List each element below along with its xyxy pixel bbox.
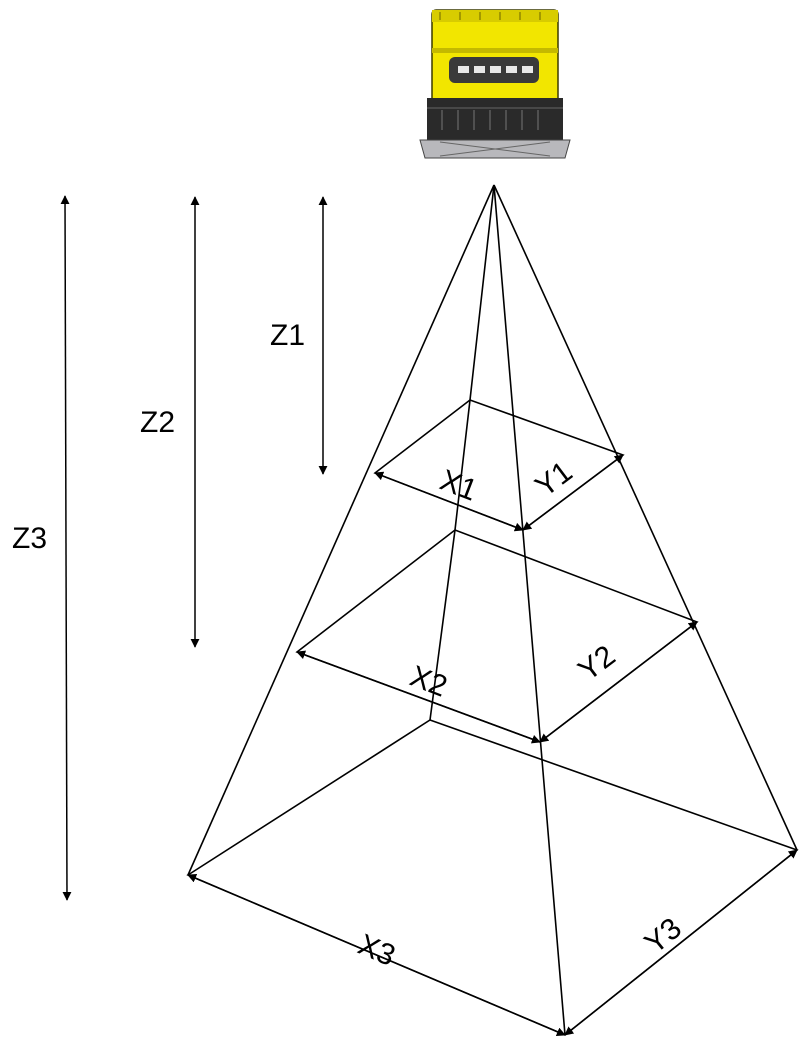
x1-arrow bbox=[374, 471, 524, 532]
z-dimensions bbox=[60, 195, 328, 901]
camera-device bbox=[419, 9, 571, 159]
label-x1: X1 bbox=[435, 464, 481, 508]
y1-arrow bbox=[522, 454, 624, 531]
xy-dimensions bbox=[187, 454, 798, 1036]
label-z3: Z3 bbox=[12, 522, 47, 555]
z3-arrow bbox=[60, 195, 72, 901]
label-z1: Z1 bbox=[270, 319, 305, 352]
pyramid-base bbox=[186, 719, 799, 1036]
dimension-labels: Z1 Z2 Z3 X1 Y1 X2 Y2 X3 Y3 bbox=[12, 319, 688, 973]
section-level-1 bbox=[373, 399, 625, 531]
x3-arrow bbox=[187, 874, 566, 1036]
pyramid-edge-right bbox=[493, 184, 798, 851]
section-level-2 bbox=[295, 529, 699, 743]
x2-arrow bbox=[296, 650, 541, 744]
pyramid-edge-back bbox=[429, 184, 495, 721]
label-x2: X2 bbox=[405, 660, 451, 704]
label-z2: Z2 bbox=[140, 406, 175, 439]
label-y2: Y2 bbox=[572, 639, 621, 687]
label-x3: X3 bbox=[353, 928, 400, 973]
pyramid-edge-left bbox=[187, 184, 495, 876]
y3-arrow bbox=[564, 849, 798, 1036]
label-y3: Y3 bbox=[639, 912, 688, 961]
y2-arrow bbox=[539, 621, 698, 743]
pyramid bbox=[186, 184, 799, 1036]
pyramid-edge-front bbox=[493, 184, 566, 1036]
label-y1: Y1 bbox=[529, 455, 578, 503]
